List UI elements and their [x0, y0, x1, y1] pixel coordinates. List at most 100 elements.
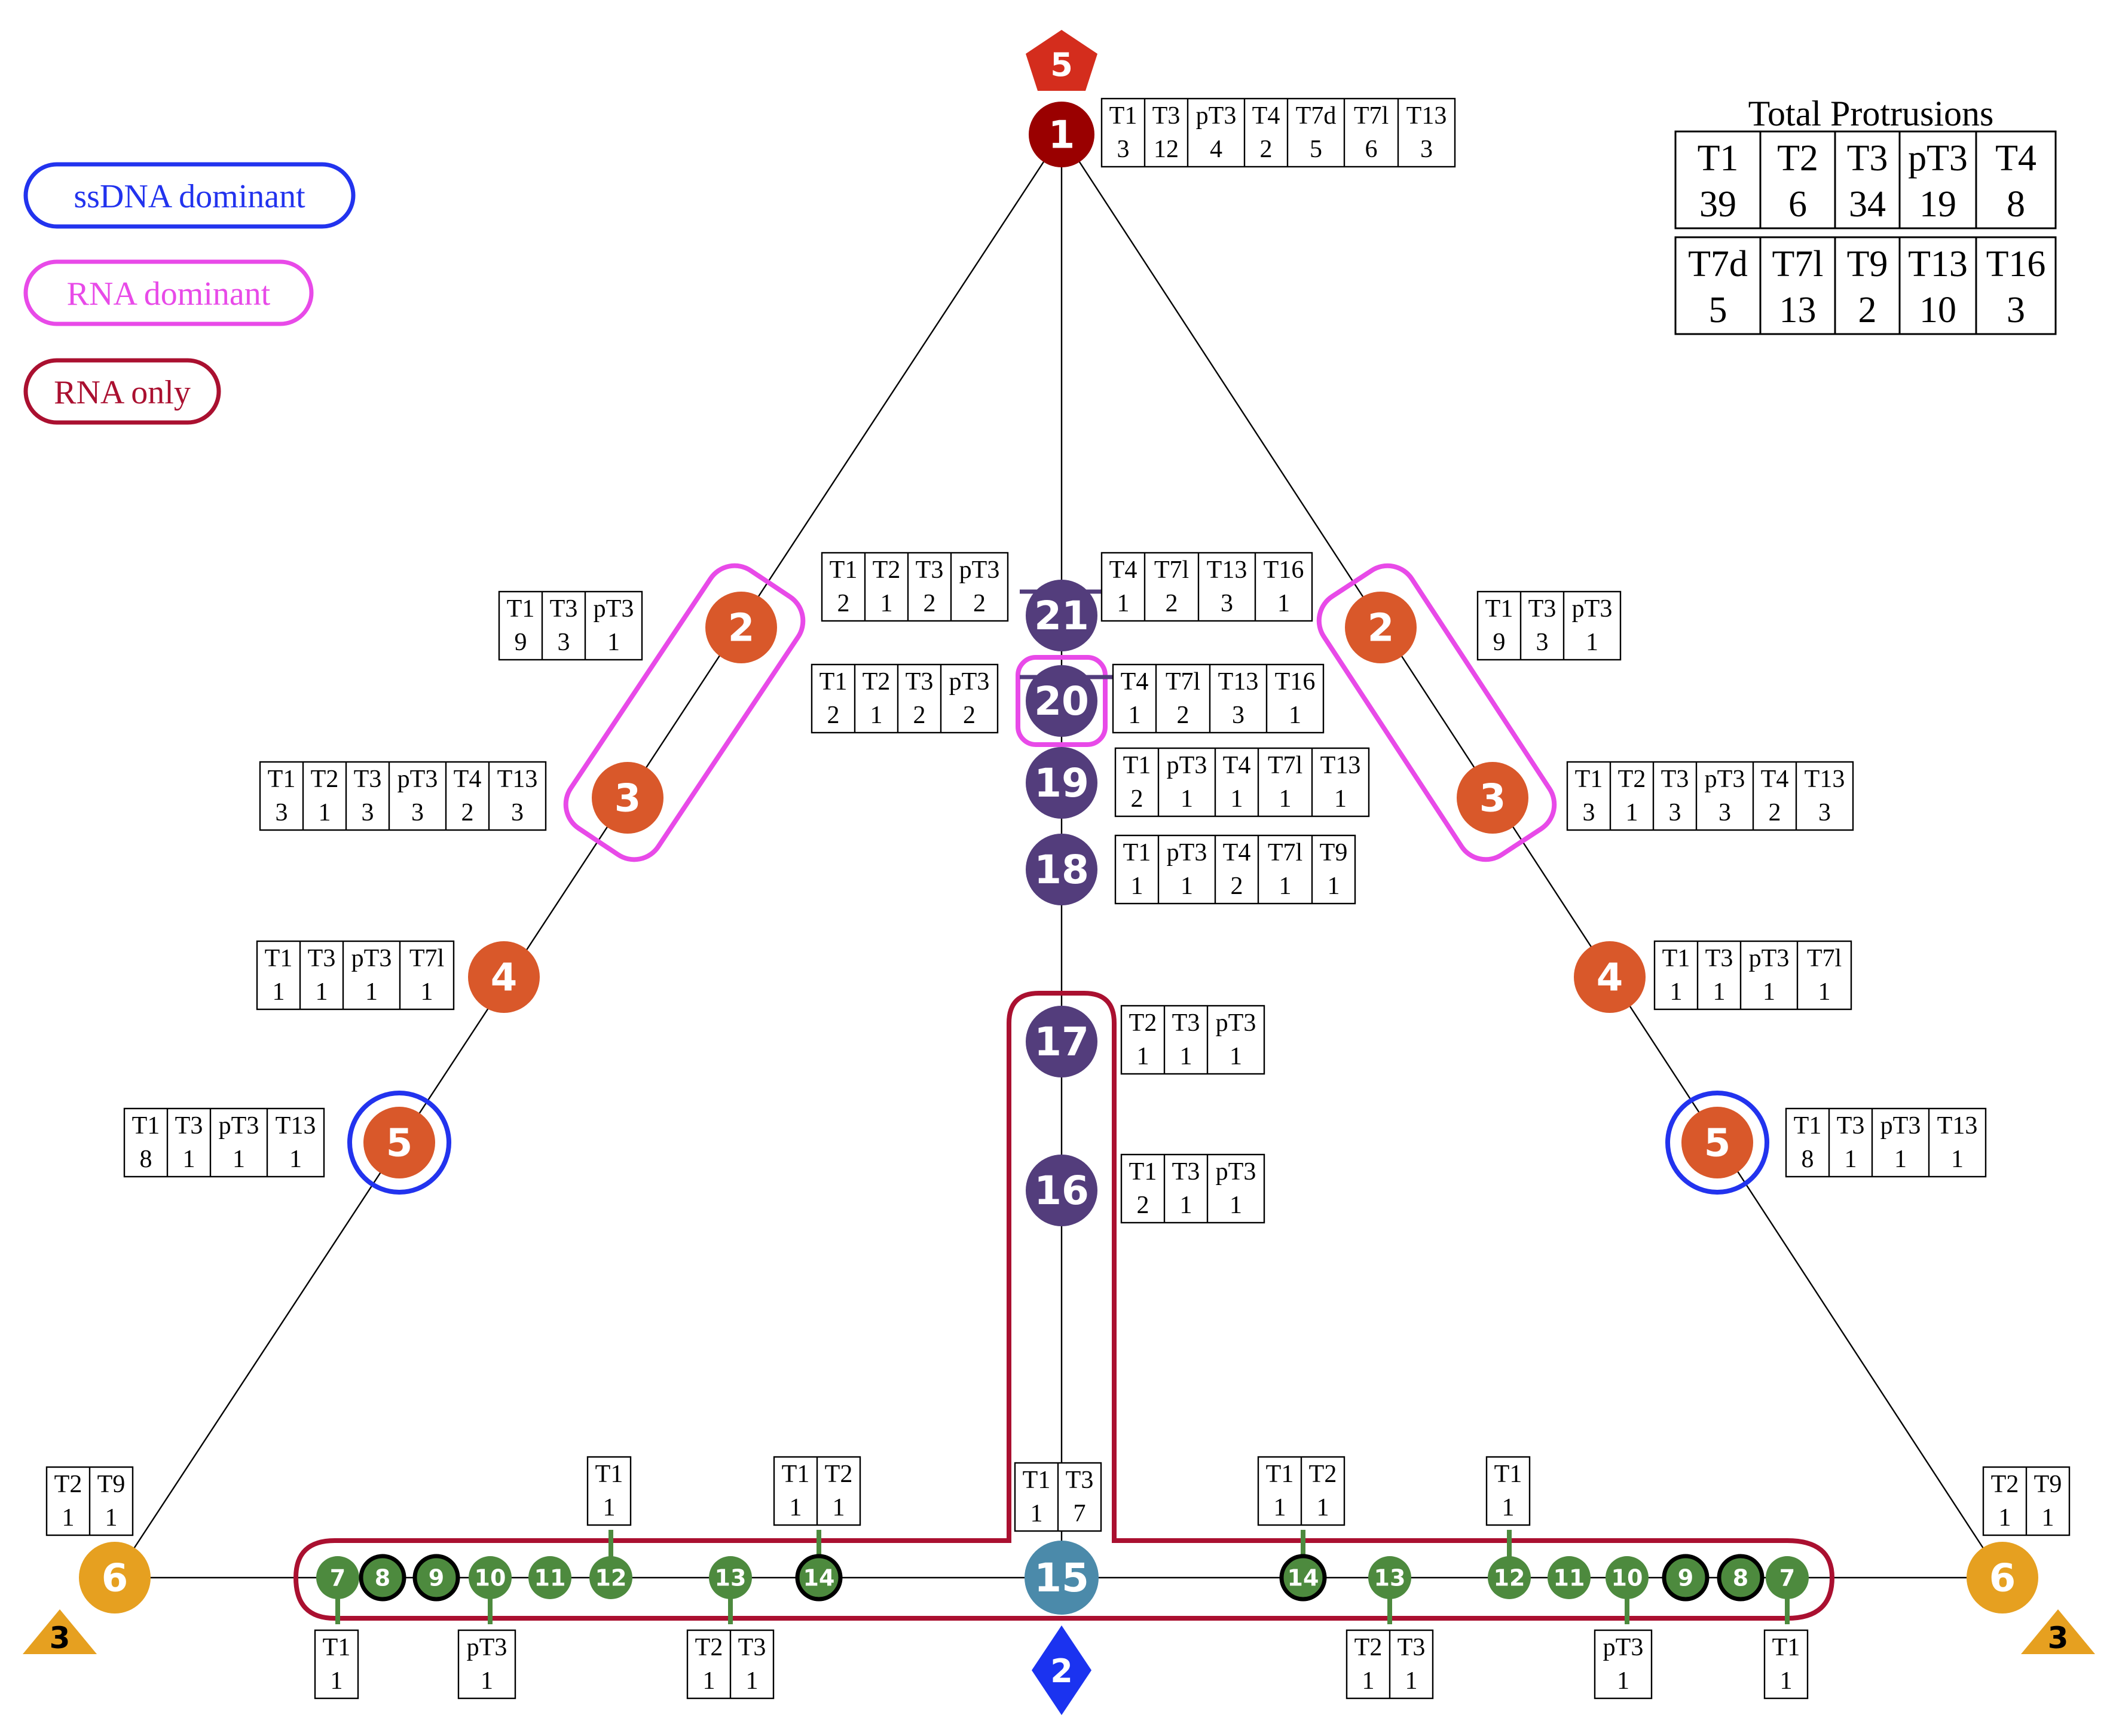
totals-header: T7l: [1772, 244, 1823, 284]
node-label: 6: [1989, 1556, 2016, 1600]
legend-label: ssDNA dominant: [74, 178, 305, 215]
node-gR13: 13: [1368, 1556, 1411, 1599]
table-header: T3: [916, 556, 944, 584]
node-gR12: 12: [1488, 1556, 1531, 1599]
table-value: 3: [1583, 799, 1595, 826]
node-circle: [1662, 1554, 1710, 1602]
table-frame: [1485, 1456, 1531, 1526]
table-value: 3: [1420, 136, 1433, 163]
table-value: 2: [1231, 872, 1243, 900]
table-value: 2: [963, 702, 976, 729]
node-gR11: 11: [1548, 1556, 1591, 1599]
node-circle: [589, 1556, 632, 1599]
table-header: pT3: [959, 556, 1000, 584]
table-header: T3: [1705, 945, 1733, 972]
table-value: 1: [833, 1494, 845, 1521]
table-value: 5: [1310, 136, 1322, 163]
table-header: T3: [1398, 1634, 1426, 1661]
node-label: 4: [1597, 956, 1623, 1000]
node-circle: [412, 1554, 460, 1602]
triangle-marker-right-label: 3: [2048, 1621, 2069, 1655]
totals-value: 13: [1779, 290, 1817, 330]
table-value: 1: [331, 1667, 343, 1695]
node-circle: [709, 1556, 752, 1599]
node-nR5: 5: [1681, 1107, 1753, 1178]
table-header: pT3: [351, 945, 392, 972]
table-value: 2: [1177, 702, 1189, 729]
node-label: 18: [1034, 847, 1089, 893]
table-frame: [1112, 663, 1325, 734]
node-label: 12: [595, 1564, 627, 1591]
table-value: 1: [365, 978, 378, 1006]
count-table-tgL12: T11: [586, 1456, 632, 1526]
table-header: T2: [863, 668, 891, 696]
table-value: 1: [273, 978, 285, 1006]
table-frame: [586, 1456, 632, 1526]
node-circle: [1026, 747, 1097, 819]
table-value: 2: [827, 702, 840, 729]
table-header: T13: [1406, 102, 1447, 130]
table-header: T7l: [1268, 752, 1302, 779]
count-table-tgL7: T11: [314, 1629, 359, 1700]
node-circle: [1606, 1556, 1649, 1599]
table-frame: [314, 1629, 359, 1700]
table-value: 1: [880, 590, 893, 617]
ssdna-dominant-ring-right: [1665, 1091, 1769, 1195]
table-header: T1: [1662, 945, 1690, 972]
totals-value: 39: [1699, 184, 1736, 225]
node-label: 2: [728, 606, 755, 650]
table-header: T1: [1123, 839, 1151, 867]
table-value: 3: [1117, 136, 1130, 163]
table-value: 2: [1166, 590, 1178, 617]
diamond-marker-shape: [1032, 1625, 1091, 1715]
node-circle: [468, 941, 540, 1013]
table-value: 4: [1210, 136, 1222, 163]
table-header: T7l: [409, 945, 444, 972]
table-value: 1: [1334, 785, 1347, 813]
totals-row-frame: [1674, 236, 2057, 335]
table-value: 6: [1365, 136, 1378, 163]
node-n17: 17: [1026, 1006, 1097, 1077]
table-header: T7d: [1296, 102, 1337, 130]
table-header: T1: [268, 766, 296, 793]
totals-value: 8: [2007, 184, 2025, 225]
table-header: T2: [825, 1461, 853, 1488]
node-label: 9: [429, 1564, 444, 1591]
node-label: 13: [1374, 1564, 1406, 1591]
table-value: 3: [1232, 702, 1244, 729]
node-label: 10: [475, 1564, 506, 1591]
table-frame: [1653, 940, 1852, 1011]
table-header: T1: [1123, 752, 1151, 779]
node-gL11: 11: [528, 1556, 571, 1599]
node-label: 12: [1494, 1564, 1525, 1591]
table-frame: [259, 761, 547, 831]
totals-value: 5: [1709, 290, 1727, 330]
node-label: 11: [1554, 1564, 1585, 1591]
table-value: 9: [1493, 629, 1506, 656]
table-value: 1: [1181, 785, 1193, 813]
diamond-marker: 2: [1032, 1625, 1091, 1715]
table-value: 1: [870, 702, 883, 729]
table-value: 2: [1131, 785, 1143, 813]
totals-header: T13: [1908, 244, 1968, 284]
table-header: T3: [906, 668, 934, 696]
table-header: T7l: [1166, 668, 1200, 696]
table-header: T4: [1761, 766, 1789, 793]
table-value: 2: [461, 799, 474, 826]
table-header: T1: [1794, 1112, 1822, 1140]
node-label: 3: [614, 776, 641, 820]
node-n21: 21: [1026, 580, 1097, 651]
table-value: 1: [1328, 872, 1340, 900]
table-value: 3: [276, 799, 288, 826]
table-header: pT3: [1603, 1634, 1644, 1661]
table-header: T16: [1264, 556, 1304, 584]
totals-value: 3: [2007, 290, 2025, 330]
